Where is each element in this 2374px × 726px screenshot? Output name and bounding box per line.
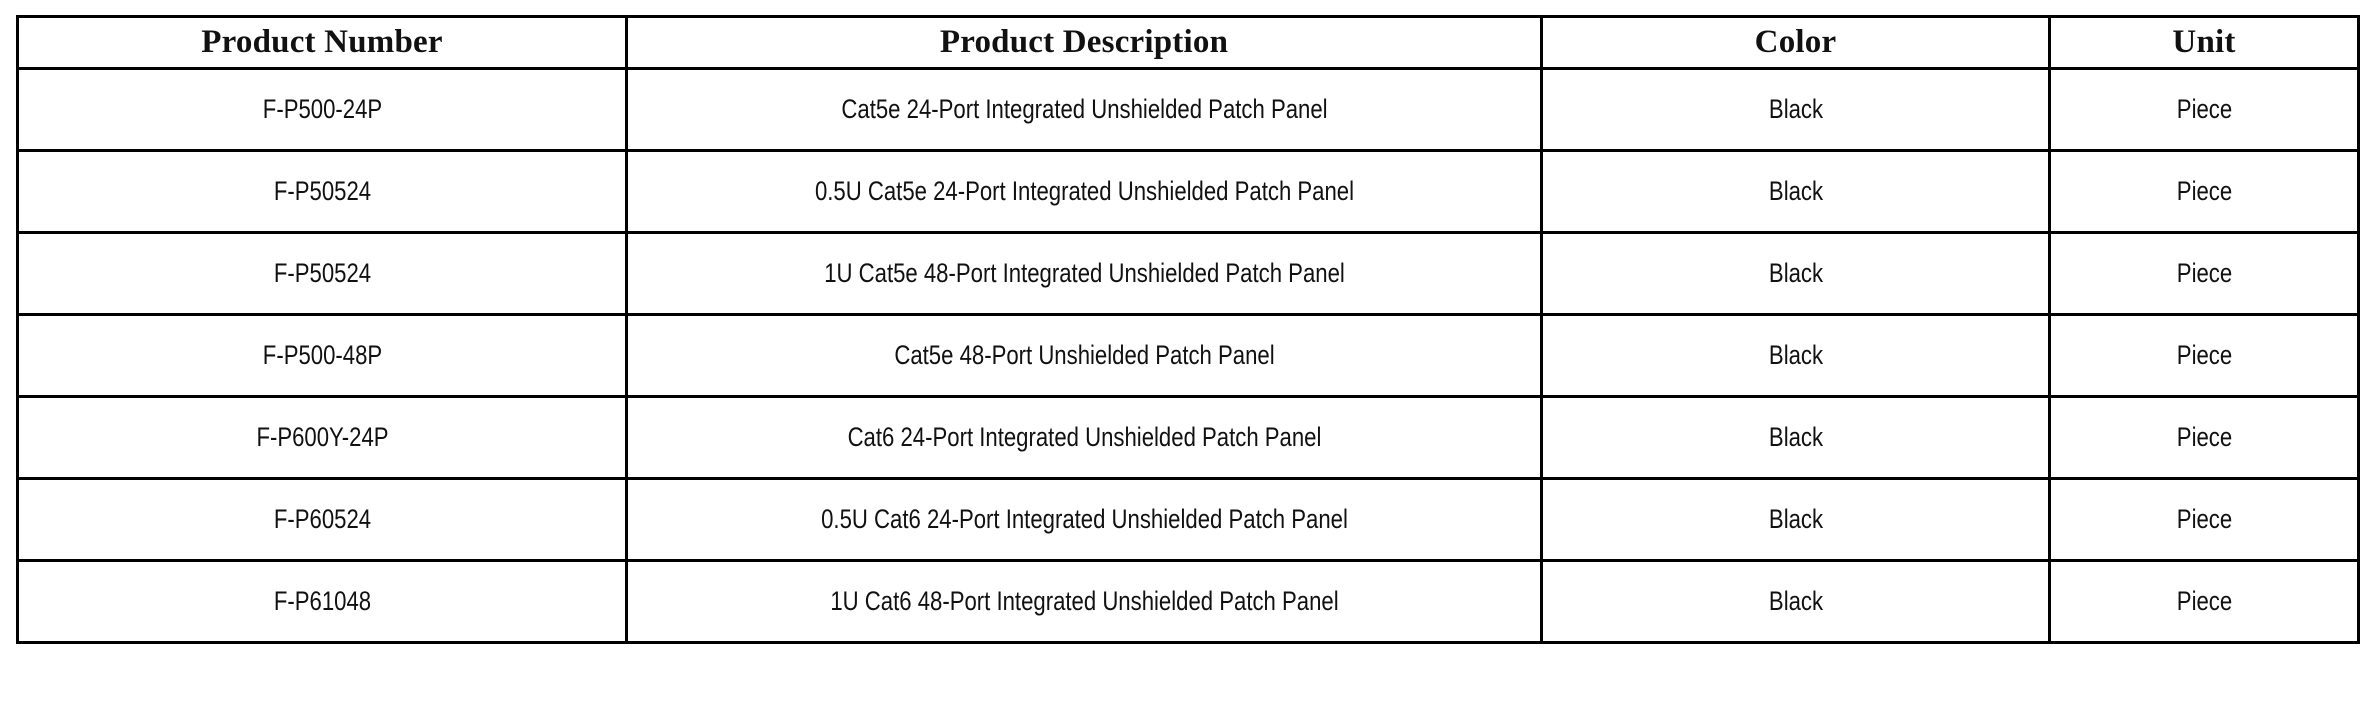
cell-text: F-P50524 — [273, 175, 371, 206]
product-specification-table: Product Number Product Description Color… — [16, 15, 2360, 644]
column-header-product-number: Product Number — [16, 15, 628, 70]
cell-product-number: F-P600Y-24P — [71, 395, 573, 480]
table-body: F-P500-24P Cat5e 24-Port Integrated Unsh… — [18, 67, 2359, 644]
cell-text: F-P600Y-24P — [255, 421, 389, 452]
table-row: F-P500-48P Cat5e 48-Port Unshielded Patc… — [18, 313, 2359, 398]
cell-text: Piece — [2176, 503, 2232, 534]
table-row: F-P61048 1U Cat6 48-Port Integrated Unsh… — [18, 559, 2359, 644]
cell-product-number: F-P500-24P — [71, 67, 573, 152]
cell-text: 1U Cat5e 48-Port Integrated Unshielded P… — [823, 257, 1345, 288]
cell-color: Black — [1585, 477, 2006, 562]
cell-unit: Piece — [2076, 231, 2332, 316]
cell-product-description: Cat5e 24-Port Integrated Unshielded Patc… — [707, 67, 1461, 152]
cell-text: 0.5U Cat6 24-Port Integrated Unshielded … — [820, 503, 1348, 534]
column-header-color: Color — [1540, 15, 2051, 70]
cell-unit: Piece — [2076, 395, 2332, 480]
cell-text: Black — [1768, 339, 1823, 370]
cell-color: Black — [1585, 313, 2006, 398]
cell-color: Black — [1585, 395, 2006, 480]
cell-text: Cat5e 24-Port Integrated Unshielded Patc… — [840, 93, 1328, 124]
cell-text: Piece — [2176, 339, 2232, 370]
cell-product-description: Cat5e 48-Port Unshielded Patch Panel — [707, 313, 1461, 398]
column-header-unit: Unit — [2048, 15, 2360, 70]
cell-text: F-P61048 — [273, 585, 371, 616]
table-row: F-P60524 0.5U Cat6 24-Port Integrated Un… — [18, 477, 2359, 562]
cell-color: Black — [1585, 67, 2006, 152]
cell-product-description: 0.5U Cat6 24-Port Integrated Unshielded … — [707, 477, 1461, 562]
table-row: F-P500-24P Cat5e 24-Port Integrated Unsh… — [18, 67, 2359, 152]
cell-text: Piece — [2176, 93, 2232, 124]
cell-text: Black — [1768, 503, 1823, 534]
cell-text: 1U Cat6 48-Port Integrated Unshielded Pa… — [829, 585, 1339, 616]
cell-text: Black — [1768, 421, 1823, 452]
cell-product-number: F-P500-48P — [71, 313, 573, 398]
cell-unit: Piece — [2076, 149, 2332, 234]
cell-text: Cat5e 48-Port Unshielded Patch Panel — [893, 339, 1275, 370]
cell-text: F-P60524 — [273, 503, 371, 534]
cell-color: Black — [1585, 559, 2006, 644]
cell-text: Piece — [2176, 585, 2232, 616]
cell-text: F-P500-24P — [262, 93, 382, 124]
cell-unit: Piece — [2076, 313, 2332, 398]
table-row: F-P50524 1U Cat5e 48-Port Integrated Uns… — [18, 231, 2359, 316]
table-row: F-P600Y-24P Cat6 24-Port Integrated Unsh… — [18, 395, 2359, 480]
cell-text: Piece — [2176, 175, 2232, 206]
cell-text: Piece — [2176, 421, 2232, 452]
cell-text: Black — [1768, 585, 1823, 616]
table-header: Product Number Product Description Color… — [16, 15, 2360, 70]
cell-text: Cat6 24-Port Integrated Unshielded Patch… — [847, 421, 1321, 452]
cell-unit: Piece — [2076, 559, 2332, 644]
cell-product-number: F-P60524 — [71, 477, 573, 562]
cell-product-description: 0.5U Cat5e 24-Port Integrated Unshielded… — [707, 149, 1461, 234]
cell-text: F-P50524 — [273, 257, 371, 288]
cell-text: Black — [1768, 93, 1823, 124]
column-header-product-description: Product Description — [625, 15, 1543, 70]
cell-text: Piece — [2176, 257, 2232, 288]
cell-product-number: F-P50524 — [71, 231, 573, 316]
cell-text: 0.5U Cat5e 24-Port Integrated Unshielded… — [814, 175, 1354, 206]
table-row: F-P50524 0.5U Cat5e 24-Port Integrated U… — [18, 149, 2359, 234]
cell-unit: Piece — [2076, 67, 2332, 152]
cell-product-description: 1U Cat6 48-Port Integrated Unshielded Pa… — [707, 559, 1461, 644]
cell-color: Black — [1585, 231, 2006, 316]
cell-text: F-P500-48P — [262, 339, 382, 370]
cell-color: Black — [1585, 149, 2006, 234]
cell-text: Black — [1768, 257, 1823, 288]
cell-product-description: 1U Cat5e 48-Port Integrated Unshielded P… — [707, 231, 1461, 316]
cell-product-number: F-P61048 — [71, 559, 573, 644]
cell-unit: Piece — [2076, 477, 2332, 562]
cell-product-number: F-P50524 — [71, 149, 573, 234]
table-header-row: Product Number Product Description Color… — [16, 15, 2360, 70]
cell-product-description: Cat6 24-Port Integrated Unshielded Patch… — [707, 395, 1461, 480]
cell-text: Black — [1768, 175, 1823, 206]
